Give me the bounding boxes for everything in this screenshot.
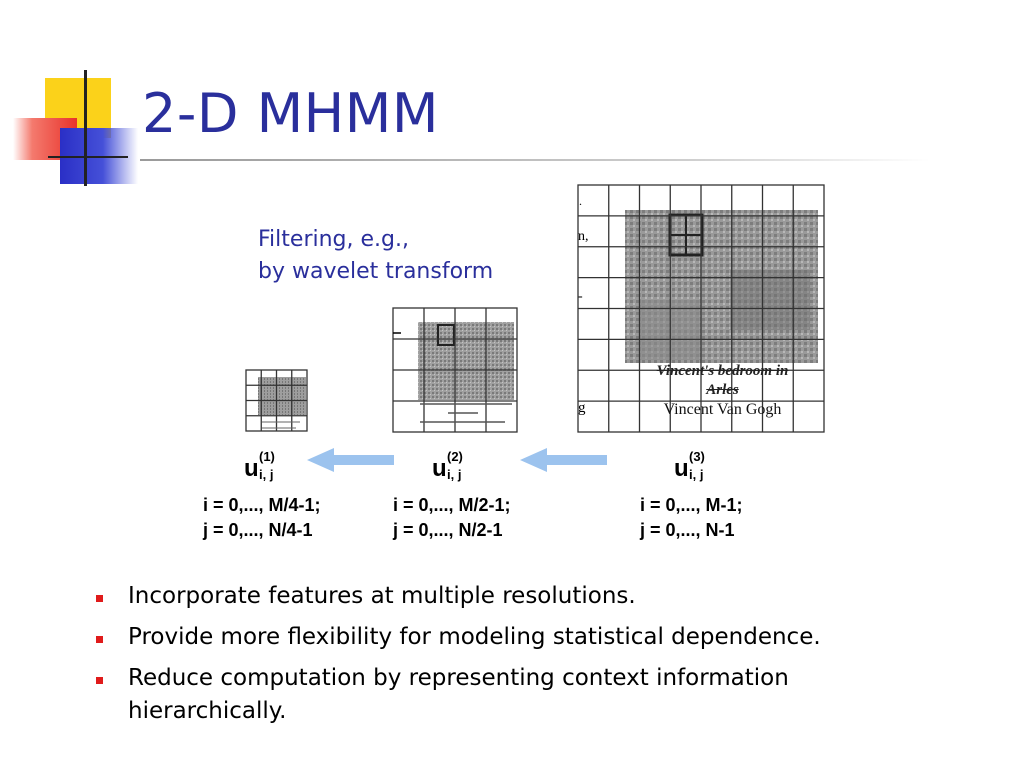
label-level-3: u (3) i, j bbox=[674, 449, 705, 483]
bullet-text: Reduce computation by representing conte… bbox=[128, 665, 789, 724]
grid-level-1-lines bbox=[246, 370, 307, 431]
painting-small bbox=[258, 377, 306, 415]
label-level-1-subscript: i, j bbox=[259, 467, 274, 482]
logo-vertical-line bbox=[84, 70, 87, 186]
label-level-1-superscript: (1) bbox=[259, 449, 275, 464]
svg-text:.: . bbox=[579, 194, 582, 208]
bullet-item: Incorporate features at multiple resolut… bbox=[96, 580, 956, 613]
image-level-1 bbox=[245, 369, 308, 432]
label-level-3-subscript: i, j bbox=[689, 467, 704, 482]
label-level-2-subscript: i, j bbox=[447, 467, 462, 482]
grid-level-2-lines bbox=[393, 308, 517, 432]
image-level-2 bbox=[392, 307, 518, 433]
svg-text:-: - bbox=[578, 289, 583, 304]
label-level-2-superscript: (2) bbox=[447, 449, 463, 464]
filter-note-line1: Filtering, e.g., bbox=[258, 227, 409, 252]
bullet-text: Provide more flexibility for modeling st… bbox=[128, 624, 821, 650]
range-level-1-j: j = 0,..., N/4-1 bbox=[203, 520, 313, 540]
filter-note-line2: by wavelet transform bbox=[258, 259, 494, 284]
label-level-2-symbol: u bbox=[432, 455, 447, 482]
range-level-2-i: i = 0,..., M/2-1; bbox=[393, 495, 511, 515]
range-level-2-j: j = 0,..., N/2-1 bbox=[393, 520, 503, 540]
svg-text:g: g bbox=[578, 400, 586, 416]
svg-text:n,: n, bbox=[578, 229, 589, 244]
label-level-1: u (1) i, j bbox=[244, 449, 275, 483]
bullet-square-icon bbox=[96, 677, 103, 684]
title-rule bbox=[140, 159, 930, 161]
label-level-2: u (2) i, j bbox=[432, 449, 463, 483]
label-level-3-symbol: u bbox=[674, 455, 689, 482]
bullet-item: Provide more flexibility for modeling st… bbox=[96, 621, 956, 654]
painting-medium bbox=[418, 322, 514, 400]
image-level-3: . n, - g bbox=[577, 184, 825, 433]
bullet-item: Reduce computation by representing conte… bbox=[96, 662, 888, 728]
label-level-1-symbol: u bbox=[244, 455, 259, 482]
range-level-2: i = 0,..., M/2-1; j = 0,..., N/2-1 bbox=[393, 493, 511, 543]
painting-title-line2: Arles bbox=[706, 382, 739, 398]
logo-horizontal-line bbox=[48, 156, 128, 158]
bullet-text: Incorporate features at multiple resolut… bbox=[128, 583, 636, 609]
range-level-3: i = 0,..., M-1; j = 0,..., N-1 bbox=[640, 493, 743, 543]
painting-artist: Vincent Van Gogh bbox=[663, 401, 782, 418]
bullet-square-icon bbox=[96, 595, 103, 602]
grid-level-3-lines bbox=[578, 185, 824, 432]
range-level-1: i = 0,..., M/4-1; j = 0,..., N/4-1 bbox=[203, 493, 321, 543]
bullet-square-icon bbox=[96, 636, 103, 643]
painting-caption: Vincent's bedroom in Arles Vincent Van G… bbox=[625, 362, 820, 419]
label-level-3-superscript: (3) bbox=[689, 449, 705, 464]
bullet-list: Incorporate features at multiple resolut… bbox=[96, 580, 956, 736]
arrow-3-to-2 bbox=[520, 448, 607, 472]
painting-title-line1: Vincent's bedroom in bbox=[656, 363, 789, 379]
range-level-3-j: j = 0,..., N-1 bbox=[640, 520, 735, 540]
filter-note: Filtering, e.g., by wavelet transform bbox=[258, 224, 493, 288]
range-level-1-i: i = 0,..., M/4-1; bbox=[203, 495, 321, 515]
range-level-3-i: i = 0,..., M-1; bbox=[640, 495, 743, 515]
arrow-2-to-1 bbox=[307, 448, 394, 472]
slide-title: 2-D MHMM bbox=[142, 82, 439, 145]
